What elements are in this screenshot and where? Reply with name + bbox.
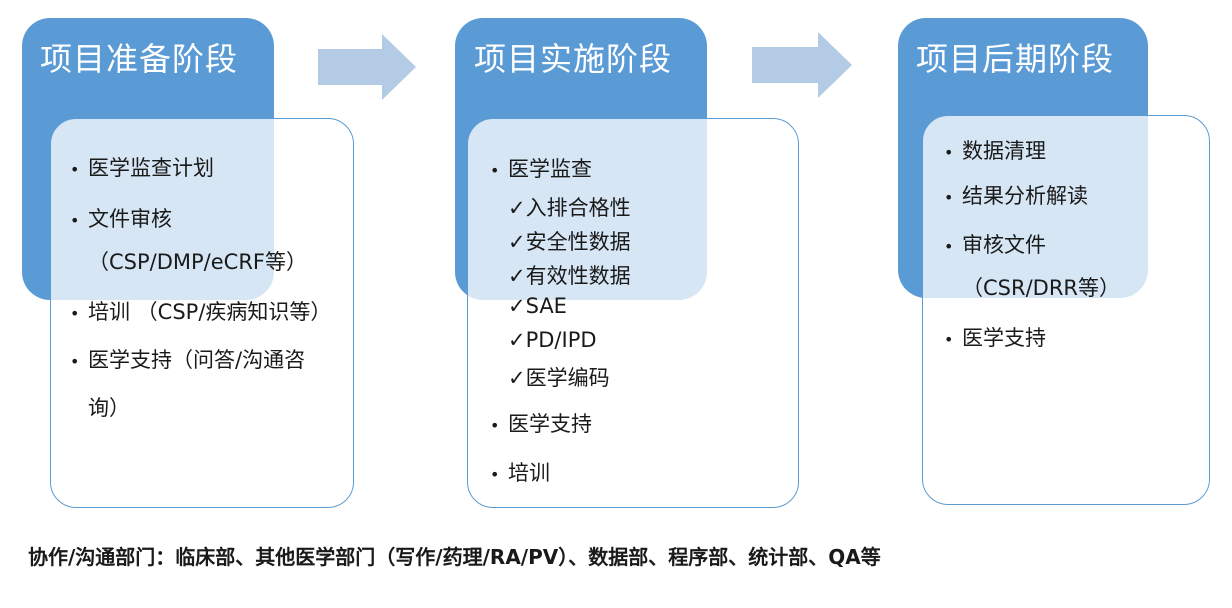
- stage3-card: [922, 115, 1210, 505]
- bullet-icon: •: [70, 211, 80, 230]
- stage3-title: 项目后期阶段: [916, 40, 1115, 78]
- arrow-right-icon: [752, 32, 852, 98]
- stage1-title: 项目准备阶段: [40, 40, 239, 78]
- bullet-icon: •: [944, 143, 954, 162]
- list-item: •培训 （CSP/疾病知识等）: [70, 300, 332, 324]
- list-item: •培训: [490, 461, 550, 485]
- bullet-icon: •: [70, 160, 80, 179]
- collaboration-note: 协作/沟通部门：临床部、其他医学部门（写作/药理/RA/PV）、数据部、程序部、…: [28, 545, 881, 569]
- bullet-icon: •: [70, 304, 80, 323]
- list-item: •医学支持（问答/沟通咨: [70, 348, 306, 372]
- list-item-note: （CSP/DMP/eCRF等）: [88, 250, 308, 274]
- sub-item: ✓有效性数据: [508, 264, 631, 288]
- bullet-icon: •: [70, 352, 80, 371]
- list-item-note: （CSR/DRR等）: [962, 276, 1121, 300]
- list-item: •医学监查: [490, 157, 592, 181]
- list-item: •文件审核: [70, 207, 172, 231]
- bullet-icon: •: [944, 330, 954, 349]
- sub-item: ✓医学编码: [508, 366, 610, 390]
- sub-item: ✓安全性数据: [508, 230, 631, 254]
- list-item: •数据清理: [944, 139, 1046, 163]
- bullet-icon: •: [490, 416, 500, 435]
- bullet-icon: •: [490, 161, 500, 180]
- bullet-icon: •: [944, 237, 954, 256]
- sub-item: ✓SAE: [508, 294, 567, 318]
- stage2-card: [467, 118, 799, 508]
- list-item: •医学支持: [944, 326, 1046, 350]
- list-item: •结果分析解读: [944, 184, 1088, 208]
- bullet-icon: •: [490, 465, 500, 484]
- list-item: •医学监查计划: [70, 156, 214, 180]
- stage2-title: 项目实施阶段: [474, 40, 673, 78]
- sub-item: ✓PD/IPD: [508, 328, 597, 352]
- list-item: •审核文件: [944, 233, 1046, 257]
- sub-item: ✓入排合格性: [508, 196, 631, 220]
- stage1-card: [50, 118, 354, 508]
- list-item-continuation: 询）: [88, 396, 130, 420]
- list-item: •医学支持: [490, 412, 592, 436]
- arrow-right-icon: [318, 34, 416, 100]
- bullet-icon: •: [944, 188, 954, 207]
